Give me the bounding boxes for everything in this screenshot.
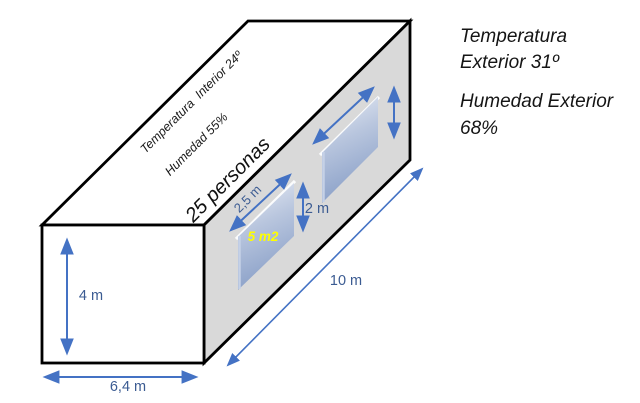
- exterior-temperature-text: Temperatura Exterior 31º: [460, 26, 568, 74]
- window2-width-arrow: [312, 86, 375, 145]
- exterior-humidity-text: Humedad Exterior 68%: [460, 91, 614, 139]
- exterior-conditions: Temperatura Exterior 31º Humedad Exterio…: [460, 24, 622, 155]
- window1-width-arrow: [229, 173, 292, 232]
- length-arrow: [226, 167, 424, 367]
